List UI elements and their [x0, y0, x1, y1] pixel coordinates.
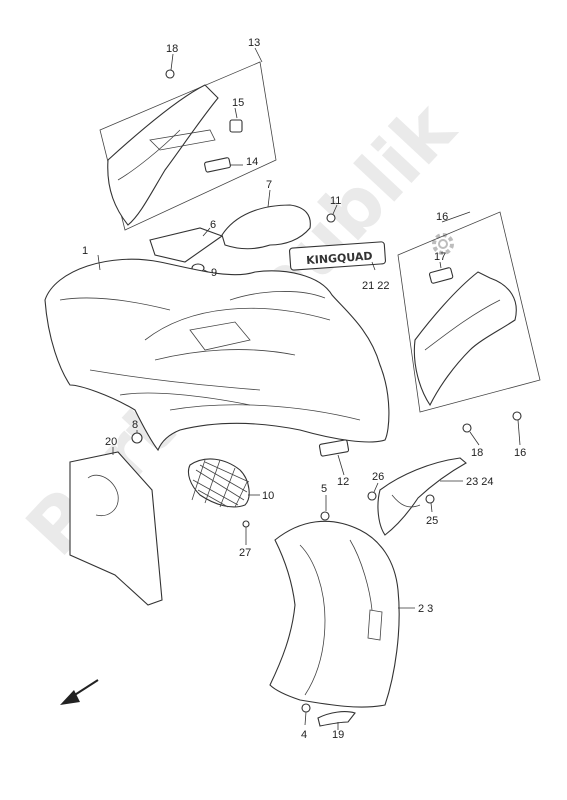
part-15-cushion [229, 119, 243, 133]
part-8-screw [131, 432, 143, 444]
part-16-screw [512, 411, 522, 421]
label-21-22: 21 22 [362, 280, 390, 292]
emblem-text: KINGQUAD [306, 250, 373, 268]
part-1-front-fender [44, 258, 390, 452]
label-10: 10 [262, 490, 274, 502]
label-16-right: 16 [514, 447, 526, 459]
part-18-screw-top [165, 69, 175, 79]
part-26-clip [367, 491, 377, 501]
label-1: 1 [82, 245, 88, 257]
label-26: 26 [372, 471, 384, 483]
part-11-clip [326, 213, 336, 223]
part-10-grille [187, 458, 250, 508]
label-5: 5 [321, 483, 327, 495]
label-19: 19 [332, 729, 344, 741]
label-11: 11 [330, 195, 341, 207]
part-12-tape [318, 439, 350, 457]
label-2-3: 2 3 [418, 603, 433, 615]
label-25: 25 [426, 515, 438, 527]
label-15: 15 [232, 97, 244, 109]
part-13-group [99, 61, 277, 231]
part-16-group [397, 211, 541, 433]
label-27: 27 [239, 547, 251, 559]
label-23-24: 23 24 [466, 476, 494, 488]
label-6: 6 [210, 219, 216, 231]
side-cover-right [413, 271, 517, 407]
label-4: 4 [301, 729, 307, 741]
part-25-screw [425, 494, 435, 504]
label-16-top: 16 [436, 211, 448, 223]
label-13: 13 [248, 37, 260, 49]
label-17: 17 [434, 251, 446, 263]
label-12: 12 [337, 476, 349, 488]
label-20: 20 [105, 436, 117, 448]
part-19-strip [317, 711, 356, 727]
part-18-screw-right [462, 423, 472, 433]
side-cover-left [107, 84, 219, 226]
emblem-group: KINGQUAD [288, 241, 386, 271]
arrow-down-left-icon [60, 679, 99, 705]
leader-lines [97, 47, 521, 730]
part-21-emblem [288, 241, 386, 271]
part-4-screw [301, 703, 311, 713]
part-23-extension [377, 457, 467, 536]
label-7: 7 [266, 179, 272, 191]
part-5-clip [320, 511, 330, 521]
label-18-right: 18 [471, 447, 483, 459]
part-17-pad [428, 267, 454, 284]
part-labels: 1 13 18 15 14 6 9 7 11 21 22 16 17 18 16… [82, 37, 526, 741]
label-9: 9 [211, 267, 217, 279]
gear-icon [432, 233, 454, 255]
part-7-cover [221, 204, 311, 250]
part-14-pad [204, 157, 231, 173]
label-18-top: 18 [166, 43, 178, 55]
part-6-plate [149, 227, 224, 263]
part-20-panel [69, 451, 163, 606]
label-8: 8 [132, 419, 138, 431]
part-2-mud-guard [269, 520, 400, 708]
label-14: 14 [246, 156, 258, 168]
